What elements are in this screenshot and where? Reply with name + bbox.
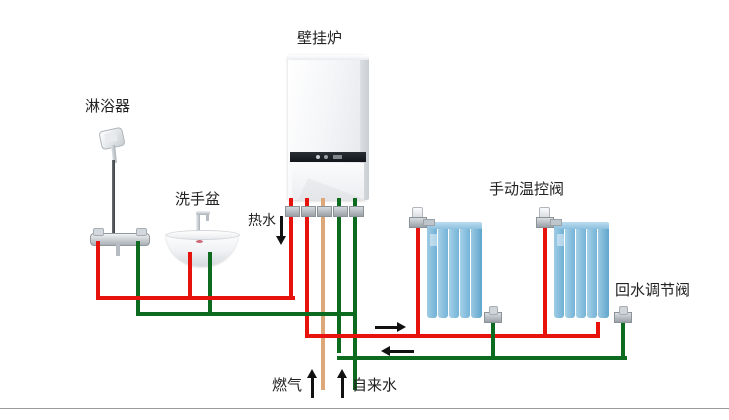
radiator-1 xyxy=(427,222,482,318)
basin-faucet-body-icon xyxy=(196,213,200,235)
radiator-2-fin-2 xyxy=(565,222,575,318)
radiator-2-fin-4 xyxy=(587,222,597,318)
shower-label: 淋浴器 xyxy=(85,97,131,115)
shower-mixer-valve[interactable] xyxy=(90,233,150,246)
boiler-indicator-icon xyxy=(316,155,320,159)
boiler-knob-icon xyxy=(324,155,328,159)
radiator-2-valve-nipple-icon xyxy=(550,219,562,226)
pipe-radiator-2-return xyxy=(621,320,625,358)
pipe-radiator-1-return xyxy=(491,320,495,358)
pipe-hot-water-main xyxy=(96,296,295,300)
radiator-2-badge-icon xyxy=(557,234,564,246)
valve-heating-return[interactable] xyxy=(333,206,348,217)
tap-water-label: 自来水 xyxy=(352,376,398,394)
pipe-hot-water-out xyxy=(289,198,293,298)
boiler-skirt-shadow xyxy=(298,178,366,200)
pipe-heating-supply xyxy=(305,198,309,338)
pipe-cold-water-main xyxy=(136,312,357,316)
shower-hose-icon xyxy=(112,160,115,238)
gas-label: 燃气 xyxy=(272,376,303,394)
pipe-gas xyxy=(321,198,325,390)
radiator-1-fin-2 xyxy=(438,222,448,318)
pipe-shower-hot xyxy=(96,241,100,300)
shower-spout-icon xyxy=(116,243,120,256)
pipe-heating-return xyxy=(337,198,341,353)
ground-line xyxy=(0,408,729,409)
basin-rim xyxy=(166,230,240,240)
return-regulating-valve-label: 回水调节阀 xyxy=(615,281,691,299)
radiator-1-fin-5 xyxy=(471,222,482,318)
radiator-2-top-manifold xyxy=(554,222,609,229)
radiator-1-fin-1 xyxy=(427,222,437,318)
radiator-1-top-manifold xyxy=(427,222,482,229)
boiler-label: 壁挂炉 xyxy=(297,29,343,47)
pipe-heating-supply-main xyxy=(305,334,600,338)
valve-gas[interactable] xyxy=(317,206,332,217)
hot-water-label: 热水 xyxy=(248,213,276,229)
pipe-shower-cold xyxy=(136,241,140,316)
radiator-1-return-valve-cap-icon[interactable] xyxy=(489,306,498,315)
boiler-lower-casing xyxy=(292,163,364,200)
radiator-2-fin-5 xyxy=(598,222,609,318)
basin-label: 洗手盆 xyxy=(175,190,221,208)
radiator-2 xyxy=(554,222,609,318)
radiator-2-fin-3 xyxy=(576,222,586,318)
pipe-radiator-2-supply xyxy=(543,222,547,337)
radiator-1-valve-nipple-icon xyxy=(423,219,435,226)
radiator-1-badge-icon xyxy=(430,234,437,246)
radiator-1-fin-3 xyxy=(449,222,459,318)
boiler-control-panel xyxy=(290,152,366,162)
valve-hot-water-out[interactable] xyxy=(285,206,300,217)
radiator-1-fin-4 xyxy=(460,222,470,318)
valve-heating-supply[interactable] xyxy=(301,206,316,217)
radiator-2-fin-1 xyxy=(554,222,564,318)
boiler-display-icon xyxy=(333,155,342,159)
pipe-basin-cold xyxy=(208,252,212,316)
boiler-top-edge xyxy=(288,55,369,60)
basin-drain-icon xyxy=(196,240,203,243)
pipe-cold-water-in xyxy=(353,198,357,390)
pipe-heating-return-main xyxy=(337,356,627,360)
basin-faucet-spout-icon xyxy=(196,211,210,215)
pipe-basin-hot xyxy=(188,252,192,300)
pipe-supply-end-riser xyxy=(596,322,600,338)
basin-faucet-outlet-icon xyxy=(206,214,209,221)
manual-thermostatic-valve-label: 手动温控阀 xyxy=(489,180,565,198)
boiler-side-panel xyxy=(360,58,369,200)
valve-cold-water-in[interactable] xyxy=(349,206,364,217)
shower-mixer-knob-right-icon[interactable] xyxy=(136,228,147,236)
pipe-radiator-1-supply xyxy=(416,222,420,337)
shower-mixer-knob-left-icon[interactable] xyxy=(93,228,104,236)
radiator-2-return-valve-cap-icon[interactable] xyxy=(619,306,628,315)
